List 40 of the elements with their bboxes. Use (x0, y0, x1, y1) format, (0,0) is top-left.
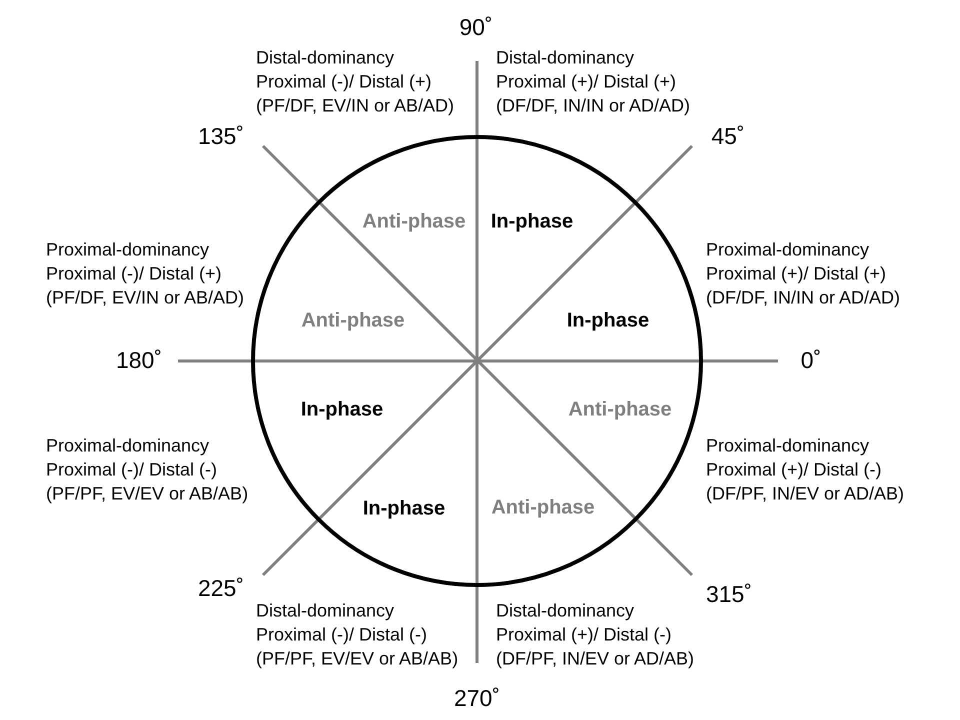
region-description: Distal-dominancy (256, 600, 394, 622)
region-description: (PF/PF, EV/EV or AB/AB) (256, 648, 458, 670)
region-description: (DF/DF, IN/IN or AD/AD) (496, 96, 690, 116)
region-description: Proximal (+)/ Distal (-) (706, 460, 882, 480)
region-description: Proximal-dominancy (706, 436, 870, 456)
region-description: Proximal (+)/ Distal (+) (496, 72, 676, 92)
phase-label: Anti-phase (362, 210, 466, 234)
region-description: Distal-dominancy (256, 48, 394, 68)
region-description: Proximal (-)/ Distal (-) (46, 460, 217, 480)
phase-label: Anti-phase (491, 496, 595, 520)
angle-label: 135˚ (198, 122, 244, 150)
region-description: (PF/DF, EV/IN or AB/AD) (46, 288, 244, 308)
phase-label: In-phase (300, 398, 384, 422)
region-description: Proximal (+)/ Distal (-) (496, 624, 672, 646)
region-description: Proximal (+)/ Distal (+) (706, 264, 886, 284)
region-description: (DF/DF, IN/IN or AD/AD) (706, 288, 900, 308)
phase-label: Anti-phase (301, 310, 405, 332)
angle-label: 270˚ (454, 684, 500, 712)
angle-label: 90˚ (459, 14, 493, 40)
region-description: Distal-dominancy (496, 600, 634, 622)
region-description: Distal-dominancy (496, 48, 634, 68)
phase-label: In-phase (362, 498, 446, 520)
phase-label: In-phase (566, 310, 650, 332)
region-description: Proximal-dominancy (706, 240, 870, 260)
region-description: Proximal (-)/ Distal (-) (256, 624, 427, 646)
phase-label: In-phase (490, 210, 574, 234)
region-description: (DF/PF, IN/EV or AD/AB) (706, 484, 904, 504)
region-description: (DF/PF, IN/EV or AD/AB) (496, 648, 694, 670)
region-description: Proximal-dominancy (46, 240, 210, 260)
region-description: Proximal-dominancy (46, 436, 210, 456)
angle-label: 0˚ (800, 346, 822, 374)
angle-label: 225˚ (198, 574, 244, 602)
angle-label: 315˚ (706, 580, 752, 608)
region-description: (PF/DF, EV/IN or AB/AD) (256, 96, 454, 116)
angle-label: 180˚ (116, 346, 162, 374)
region-description: Proximal (-)/ Distal (+) (256, 72, 432, 92)
region-description: (PF/PF, EV/EV or AB/AB) (46, 484, 248, 504)
angle-label: 45˚ (711, 122, 745, 150)
region-description: Proximal (-)/ Distal (+) (46, 264, 222, 284)
phase-label: Anti-phase (568, 398, 672, 422)
